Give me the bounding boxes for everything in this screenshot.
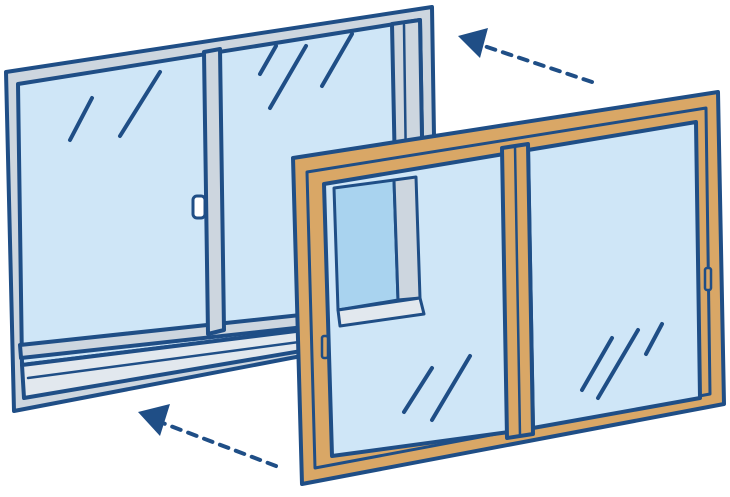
inner-window-right-glass (526, 120, 702, 430)
dashed-arrow-bottom-icon (138, 404, 278, 468)
visible-recess (332, 178, 400, 312)
existing-window-mullion (202, 47, 226, 336)
inner-window-icon (291, 90, 726, 486)
dashed-arrow-top-icon (458, 28, 594, 84)
inner-handle-right-icon (703, 266, 713, 292)
inner-handle-left-icon (320, 334, 330, 360)
latch-icon (191, 194, 207, 220)
